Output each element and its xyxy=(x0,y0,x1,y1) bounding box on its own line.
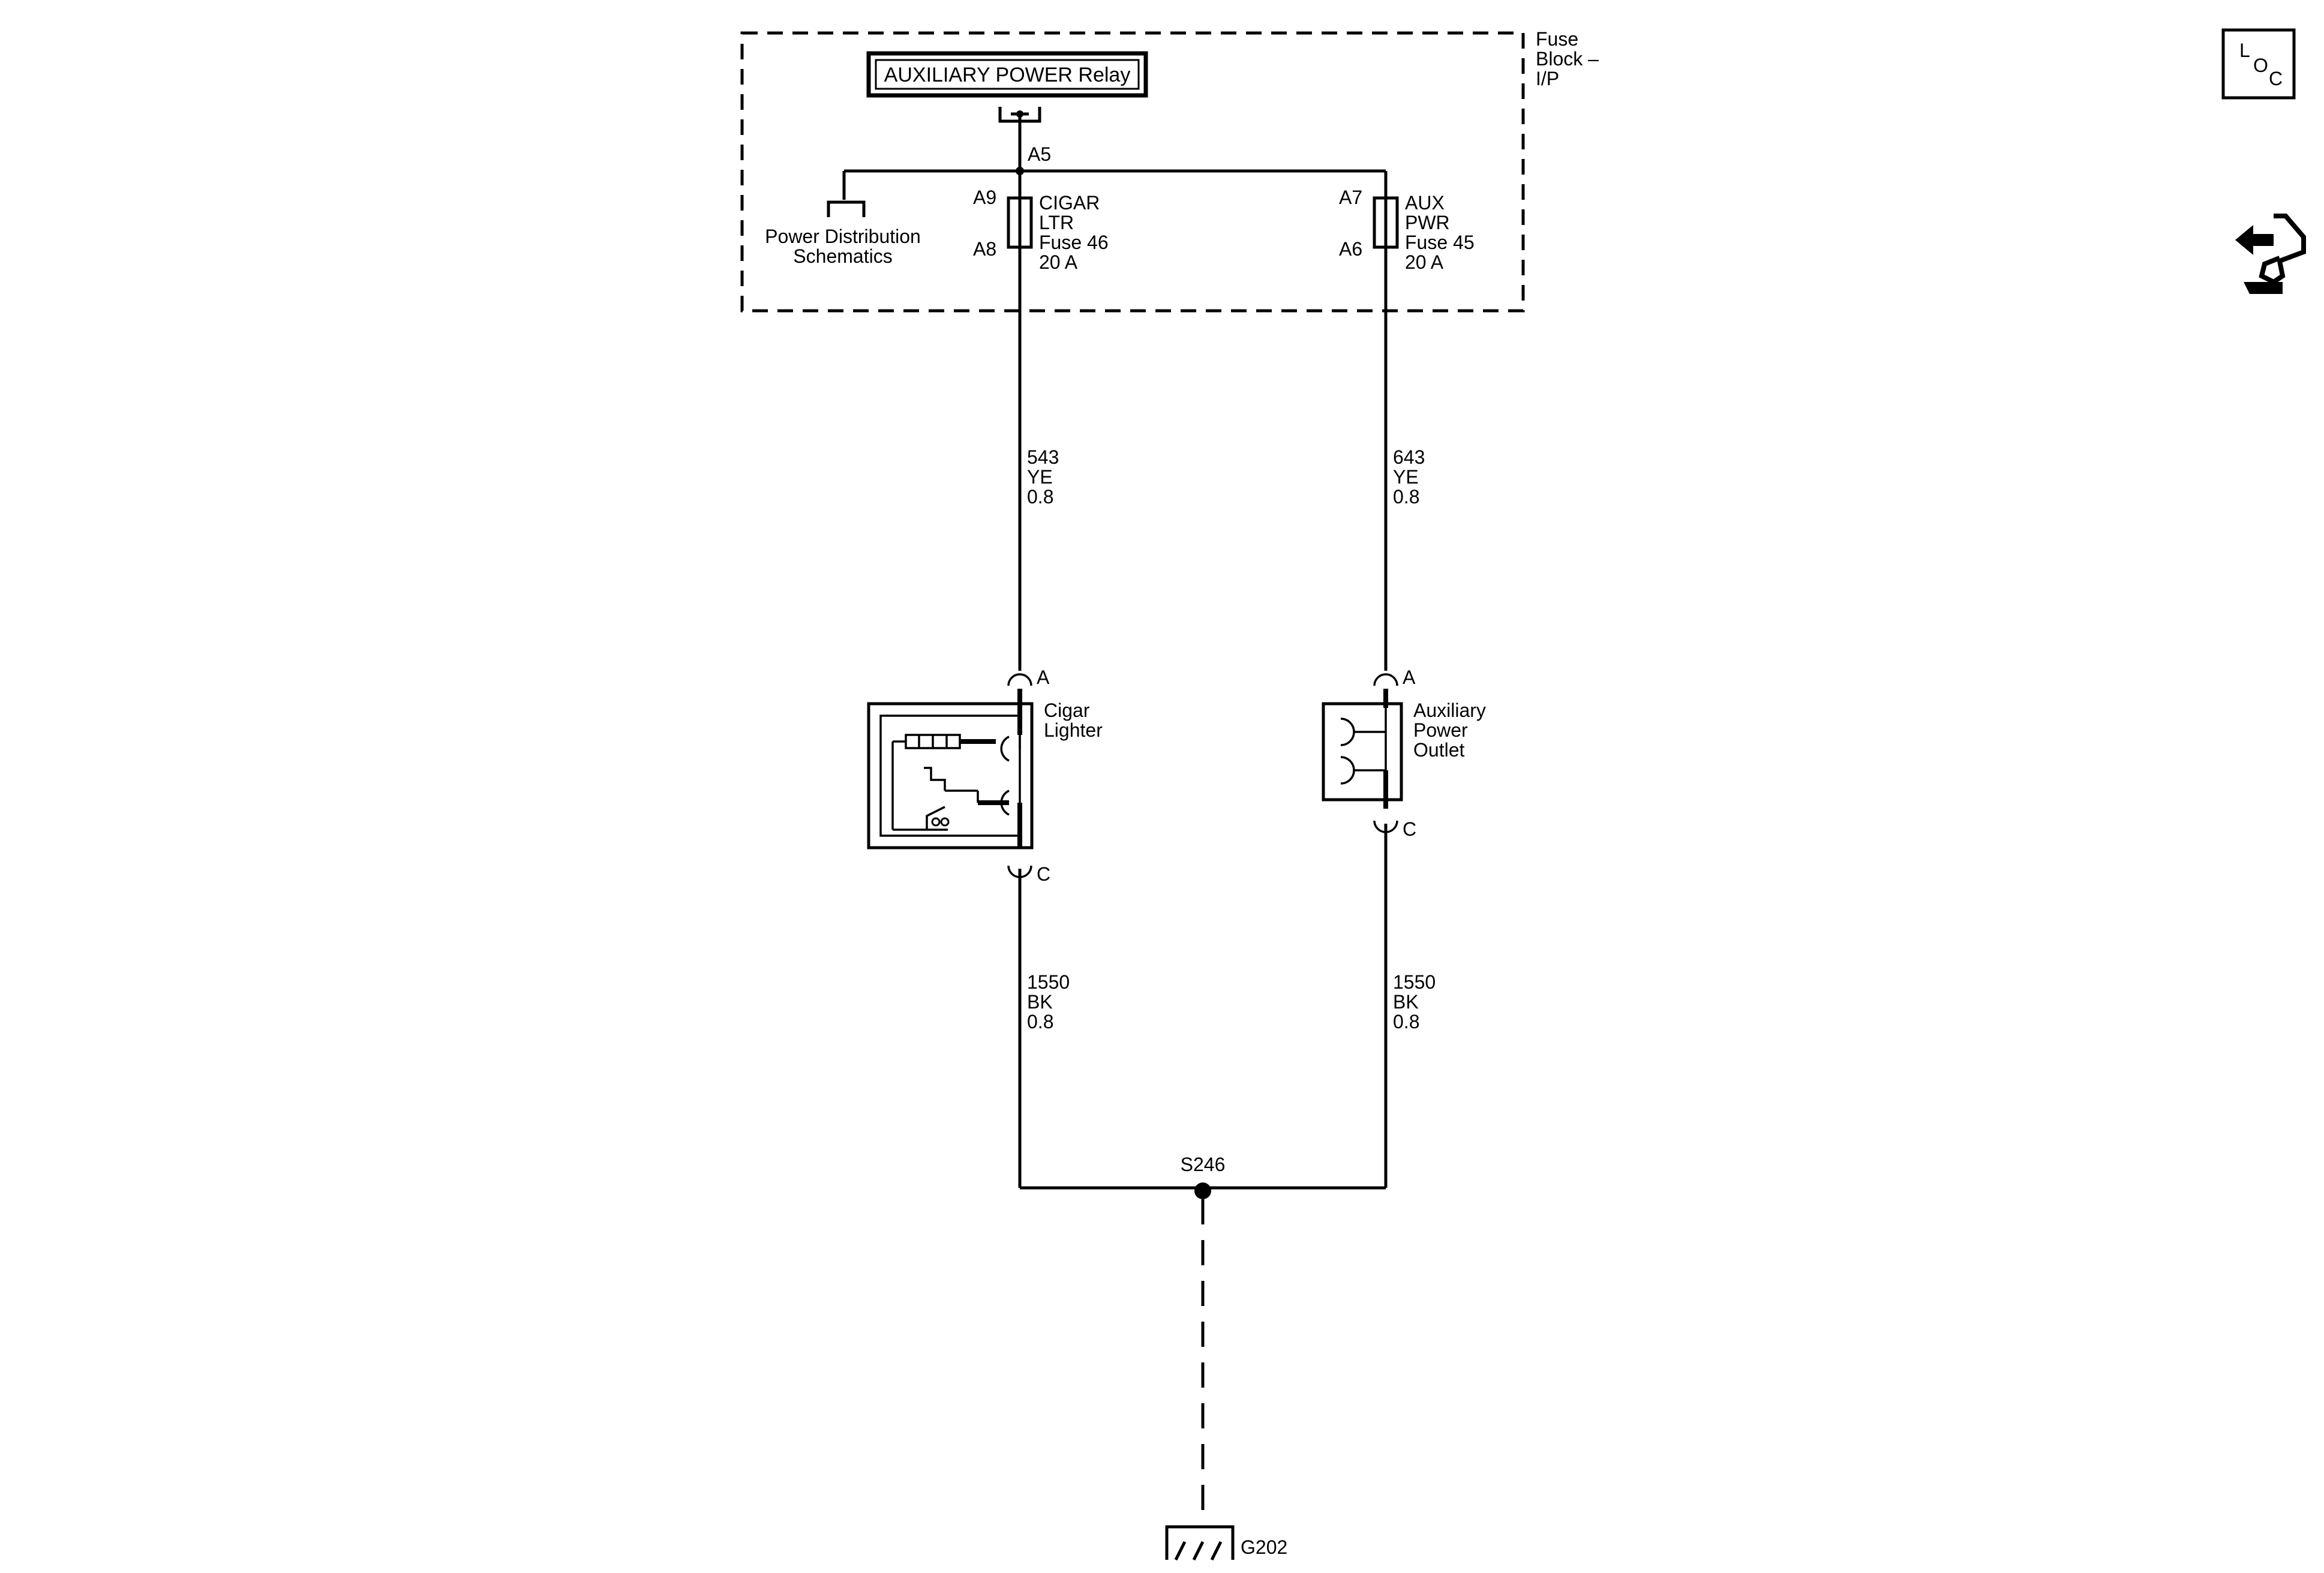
auxiliary-power-outlet xyxy=(1322,673,1403,809)
fuse-cigar-label-line3: Fuse 46 xyxy=(1039,232,1109,253)
wire-left-feed-color: YE xyxy=(1027,466,1053,488)
wire-right-ground-color: BK xyxy=(1393,991,1419,1013)
fuse-cigar-label-line4: 20 A xyxy=(1039,251,1078,273)
power-distribution-label-line2: Schematics xyxy=(793,245,892,267)
cigar-lighter-label-line2: Lighter xyxy=(1044,719,1103,741)
aux-outlet-label-line2: Power xyxy=(1413,719,1468,741)
fuse-block-outline xyxy=(740,31,1525,313)
location-view-icon[interactable]: L O C xyxy=(2221,28,2296,100)
loc-letter-o: O xyxy=(2253,55,2268,76)
wire-right-feed-circuit: 643 xyxy=(1393,446,1425,468)
wire-left-ground-gauge: 0.8 xyxy=(1027,1011,1053,1032)
fuse-aux-in-pin: A7 xyxy=(1339,187,1362,208)
fuse-cigar-label-line2: LTR xyxy=(1039,212,1074,233)
relay-label: AUXILIARY POWER Relay xyxy=(884,64,1131,86)
connector-end-view-icon[interactable] xyxy=(2235,214,2306,294)
fuse-cigar-ltr xyxy=(1007,171,1033,249)
fuse-aux-label-line4: 20 A xyxy=(1405,251,1444,273)
relay-output-connector xyxy=(998,107,1041,171)
aux-outlet-label-line3: Outlet xyxy=(1413,739,1464,761)
aux-outlet-pin-in: A xyxy=(1403,667,1416,688)
fuse-aux-label-line1: AUX xyxy=(1405,192,1445,214)
wire-left-feed-circuit: 543 xyxy=(1027,446,1059,468)
auxiliary-power-relay: AUXILIARY POWER Relay xyxy=(866,51,1148,98)
cigar-lighter-pin-in: A xyxy=(1037,667,1050,688)
fuse-cigar-label-line1: CIGAR xyxy=(1039,192,1100,214)
wire-right-feed-color: YE xyxy=(1393,466,1419,488)
cigar-lighter xyxy=(867,673,1034,849)
power-distribution-reference xyxy=(827,171,866,217)
splice-label: S246 xyxy=(1181,1154,1226,1175)
wire-right-ground-gauge: 0.8 xyxy=(1393,1011,1419,1032)
loc-letter-c: C xyxy=(2269,68,2283,89)
fuse-cigar-in-pin: A9 xyxy=(973,187,996,208)
fuse-cigar-out-pin: A8 xyxy=(973,238,996,260)
wire-left-feed-gauge: 0.8 xyxy=(1027,486,1053,508)
fuse-aux-out-pin: A6 xyxy=(1339,238,1362,260)
fuse-block-label-line2: Block – xyxy=(1536,48,1599,70)
aux-outlet-label-line1: Auxiliary xyxy=(1413,700,1486,721)
bus-pin-label: A5 xyxy=(1028,143,1051,165)
fuse-aux-label-line2: PWR xyxy=(1405,212,1450,233)
aux-outlet-pin-out: C xyxy=(1403,818,1416,840)
fuse-block-label-line1: Fuse xyxy=(1536,28,1578,50)
wire-left-ground-color: BK xyxy=(1027,991,1053,1013)
ground-g202 xyxy=(1165,1525,1235,1561)
fuse-aux-pwr xyxy=(1373,171,1399,249)
ground-label: G202 xyxy=(1241,1536,1287,1558)
wire-right-ground-circuit: 1550 xyxy=(1393,971,1436,993)
cigar-lighter-pin-out: C xyxy=(1037,863,1050,885)
fuse-block-label-line3: I/P xyxy=(1536,68,1559,89)
fuse-aux-label-line3: Fuse 45 xyxy=(1405,232,1475,253)
wire-right-feed-gauge: 0.8 xyxy=(1393,486,1419,508)
cigar-lighter-label-line1: Cigar xyxy=(1044,700,1090,721)
loc-letter-l: L xyxy=(2239,40,2250,61)
splice-s246 xyxy=(1194,1182,1211,1199)
wire-left-ground-circuit: 1550 xyxy=(1027,971,1070,993)
power-distribution-label-line1: Power Distribution xyxy=(765,226,921,247)
